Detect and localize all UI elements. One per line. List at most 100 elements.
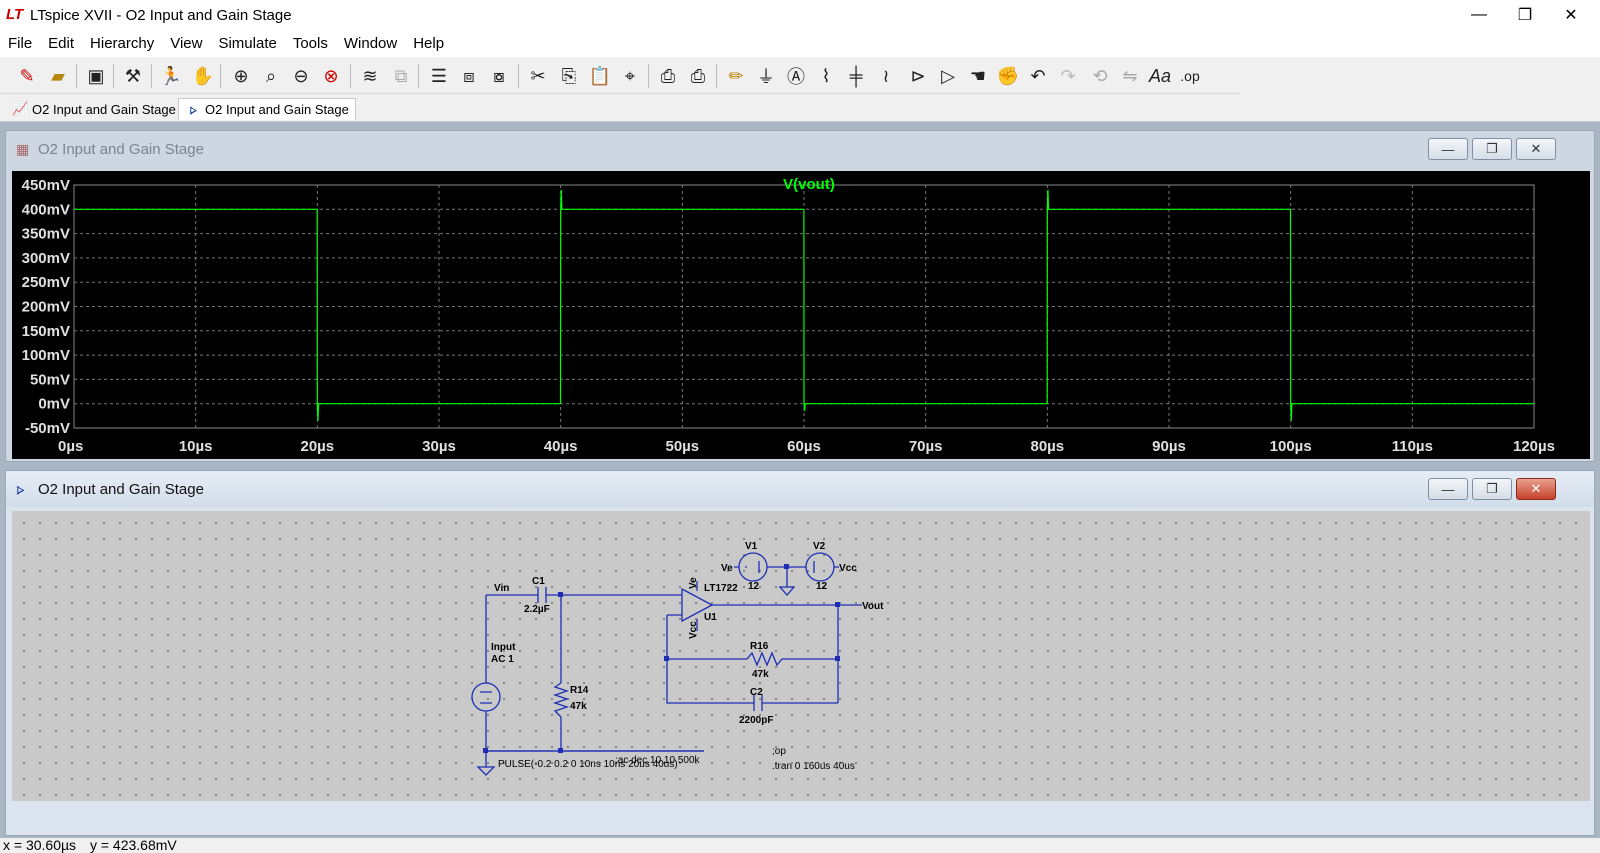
maximize-button[interactable]: ❐: [1517, 7, 1533, 24]
new-schematic-icon[interactable]: ✎: [19, 65, 35, 86]
minimize-button[interactable]: —: [1471, 6, 1487, 23]
fft-icon[interactable]: ⧉: [394, 65, 408, 86]
tab-schematic[interactable]: ⦠ O2 Input and Gain Stage: [178, 98, 356, 120]
tile-vertical-icon[interactable]: ⧇: [493, 65, 505, 86]
schematic-canvas[interactable]: Vin C1 2.2µF Input AC 1 R14 47k PULSE(-0…: [12, 511, 1590, 801]
waveform-minimize-button[interactable]: —: [1428, 138, 1468, 160]
label-vin[interactable]: Vin: [494, 583, 509, 594]
schematic-drawing[interactable]: Vin C1 2.2µF Input AC 1 R14 47k PULSE(-0…: [12, 511, 1590, 801]
label-tran-directive[interactable]: .tran 0 160us 40us: [772, 761, 855, 772]
halt-hand-icon[interactable]: ✋: [191, 65, 215, 86]
redo-icon[interactable]: ↷: [1060, 65, 1076, 86]
text-icon[interactable]: Aa: [1148, 65, 1172, 86]
trace-title[interactable]: V(vout): [783, 176, 835, 193]
save-icon[interactable]: ▣: [87, 65, 105, 86]
menu-tools[interactable]: Tools: [292, 35, 328, 52]
drag-hand-icon[interactable]: ✊: [996, 65, 1020, 86]
label-v1[interactable]: V1: [745, 541, 758, 552]
cut-icon[interactable]: ✂: [530, 65, 546, 86]
menu-file[interactable]: File: [8, 35, 33, 52]
inductor-icon[interactable]: ≀: [882, 65, 890, 86]
label-ac-directive[interactable]: ;ac dec 10 10 500k: [615, 755, 701, 766]
label-c1[interactable]: C1: [532, 576, 545, 587]
resistor-icon[interactable]: ⌇: [821, 65, 831, 86]
zoom-out-icon[interactable]: ⊖: [293, 65, 309, 86]
diode-icon[interactable]: ⊳: [910, 65, 926, 86]
move-hand-icon[interactable]: ☚: [969, 65, 987, 86]
schematic-restore-button[interactable]: ❐: [1472, 478, 1512, 500]
close-button[interactable]: ✕: [1564, 7, 1578, 24]
open-folder-icon[interactable]: ▰: [51, 65, 65, 86]
undo-icon[interactable]: ↶: [1030, 65, 1046, 86]
tile-horizontal-icon[interactable]: ☰: [430, 65, 448, 86]
label-opamp-ve[interactable]: Ve: [688, 577, 699, 589]
r14-resistor[interactable]: [552, 682, 570, 718]
schematic-minimize-button[interactable]: —: [1428, 478, 1468, 500]
waveform-restore-button[interactable]: ❐: [1472, 138, 1512, 160]
autorange-icon[interactable]: ≋: [362, 65, 378, 86]
capacitor-icon[interactable]: ╪: [849, 65, 863, 86]
zoom-pan-icon[interactable]: ⌕: [265, 65, 277, 86]
label-input[interactable]: Input: [491, 642, 516, 653]
menu-edit[interactable]: Edit: [48, 35, 75, 52]
zoom-in-icon[interactable]: ⊕: [233, 65, 249, 86]
waveform-icon: ▦: [16, 140, 30, 157]
run-icon[interactable]: 🏃: [159, 65, 183, 86]
print-icon[interactable]: ⎙: [660, 65, 676, 86]
label-net-icon[interactable]: Ⓐ: [787, 67, 805, 87]
menu-hierarchy[interactable]: Hierarchy: [90, 35, 155, 52]
menu-window[interactable]: Window: [343, 35, 398, 52]
label-u1[interactable]: U1: [704, 612, 717, 623]
paste-icon[interactable]: 📋: [588, 65, 612, 86]
menu-view[interactable]: View: [170, 35, 203, 52]
label-c2[interactable]: C2: [750, 687, 763, 698]
label-opamp-vcc[interactable]: Vcc: [688, 621, 699, 639]
menu-simulate[interactable]: Simulate: [218, 35, 277, 52]
spice-directive-icon[interactable]: .op: [1180, 68, 1200, 84]
mirror-icon[interactable]: ⇋: [1122, 65, 1138, 86]
trace-vout[interactable]: [74, 189, 1534, 421]
waveform-close-button[interactable]: ✕: [1516, 138, 1556, 160]
label-c1-value[interactable]: 2.2µF: [524, 604, 550, 615]
c1-capacitor[interactable]: [537, 587, 547, 603]
print-preview-icon[interactable]: ⎙: [690, 65, 706, 86]
label-v2-value[interactable]: 12: [816, 581, 828, 592]
label-r14[interactable]: R14: [570, 685, 589, 696]
label-v1-value[interactable]: 12: [748, 581, 760, 592]
label-vout[interactable]: Vout: [862, 601, 884, 612]
copy-icon[interactable]: ⎘: [561, 65, 577, 86]
label-c2-value[interactable]: 2200pF: [739, 715, 773, 726]
menu-help[interactable]: Help: [413, 35, 445, 52]
component-icon[interactable]: ▷: [941, 65, 955, 86]
tab-waveform[interactable]: 📈 O2 Input and Gain Stage: [6, 98, 182, 120]
label-lt1722[interactable]: LT1722: [704, 583, 738, 594]
draw-wire-icon[interactable]: ✏: [728, 65, 744, 86]
zoom-fit-icon[interactable]: ⊗: [323, 65, 339, 86]
y-tick-label: 400mV: [22, 201, 70, 218]
label-input-ac[interactable]: AC 1: [491, 654, 514, 665]
label-r14-value[interactable]: 47k: [570, 701, 587, 712]
cascade-icon[interactable]: ⧈: [463, 65, 475, 86]
label-op-directive[interactable]: ;op: [772, 746, 786, 757]
x-tick-label: 10µs: [179, 438, 213, 455]
label-ve-node[interactable]: Ve: [721, 563, 733, 574]
input-voltage-source[interactable]: [471, 682, 501, 712]
r16-resistor[interactable]: [746, 651, 783, 667]
find-binoculars-icon[interactable]: ⌖: [624, 65, 636, 86]
rotate-icon[interactable]: ⟲: [1092, 65, 1108, 86]
lt1722-opamp[interactable]: [681, 587, 714, 623]
control-panel-icon[interactable]: ⚒: [124, 65, 142, 86]
label-v2[interactable]: V2: [813, 541, 826, 552]
schematic-close-button[interactable]: ✕: [1516, 478, 1556, 500]
label-pulse[interactable]: PULSE(-0.2 0.2 0 10ns 10ns 20us 40us): [498, 759, 678, 770]
v1-source[interactable]: [738, 552, 768, 582]
label-vcc-node[interactable]: Vcc: [839, 563, 857, 574]
label-r16-value[interactable]: 47k: [752, 669, 769, 680]
label-r16[interactable]: R16: [750, 641, 769, 652]
ground-icon[interactable]: ⏚: [757, 67, 775, 87]
v2-source[interactable]: [805, 552, 835, 582]
supply-ground-symbol: [778, 567, 796, 596]
